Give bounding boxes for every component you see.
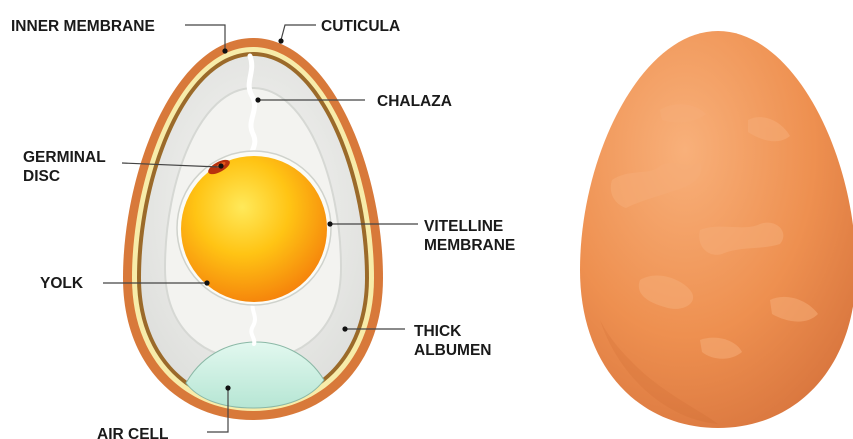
label-cuticula: CUTICULA xyxy=(321,18,400,35)
label-air-cell: AIR CELL xyxy=(97,426,168,439)
yolk xyxy=(181,156,327,302)
label-germinal-disc-line1: GERMINAL xyxy=(23,149,105,166)
chalaza-dot xyxy=(255,97,260,102)
label-vitelline-line2: MEMBRANE xyxy=(424,237,515,254)
label-vitelline-line1: VITELLINE xyxy=(424,218,503,235)
whole-egg xyxy=(580,31,853,428)
yolk-dot xyxy=(204,280,209,285)
cuticula-dot xyxy=(278,38,283,43)
label-germinal-disc: GERMINAL DISC xyxy=(23,149,110,185)
label-thick-albumen-line2: ALBUMEN xyxy=(414,342,492,359)
cuticula-line xyxy=(281,25,316,40)
label-thick-albumen: THICK ALBUMEN xyxy=(414,323,492,359)
label-germinal-disc-line2: DISC xyxy=(23,168,60,185)
inner-membrane-dot xyxy=(222,48,227,53)
air-cell-dot xyxy=(225,385,230,390)
germinal-disc-dot xyxy=(218,163,223,168)
thick-albumen-dot xyxy=(342,326,347,331)
label-inner-membrane: INNER MEMBRANE xyxy=(11,18,155,35)
label-vitelline-membrane: VITELLINE MEMBRANE xyxy=(424,218,515,254)
label-yolk: YOLK xyxy=(40,275,84,292)
vitelline-dot xyxy=(327,221,332,226)
label-thick-albumen-line1: THICK xyxy=(414,323,462,340)
egg-cross-section xyxy=(123,38,383,420)
label-chalaza: CHALAZA xyxy=(377,93,452,110)
